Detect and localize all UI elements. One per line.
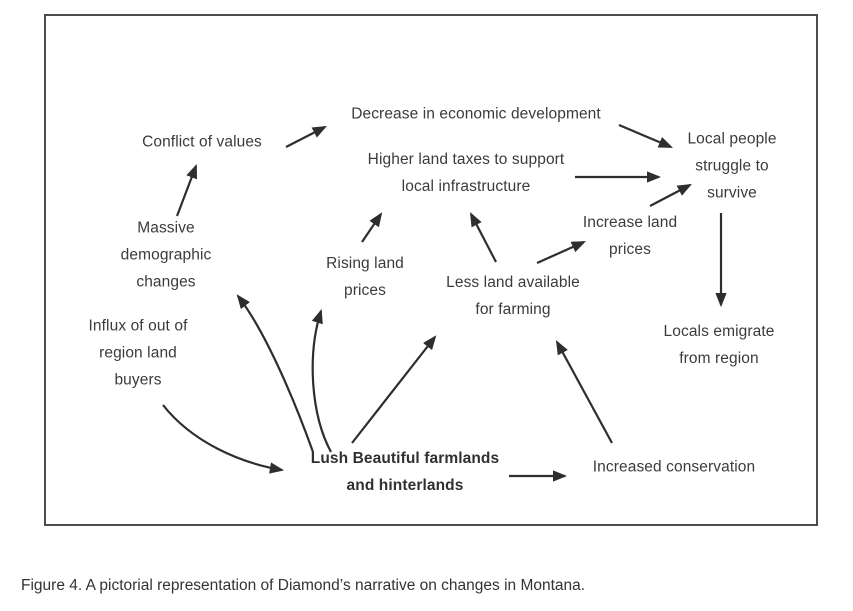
node-lush-farmlands: Lush Beautiful farmlands and hinterlands bbox=[310, 450, 500, 494]
node-locals-emigrate: Locals emigrate from region bbox=[663, 323, 775, 367]
node-conflict-of-values: Conflict of values bbox=[142, 133, 262, 151]
node-higher-land-taxes: Higher land taxes to support local infra… bbox=[367, 151, 565, 195]
node-local-people-struggle: Local people struggle to survive bbox=[687, 130, 777, 202]
node-increased-conservation: Increased conservation bbox=[592, 458, 756, 476]
node-less-land-available: Less land available for farming bbox=[446, 274, 580, 318]
node-increase-land-prices: Increase land prices bbox=[582, 214, 678, 258]
figure-caption: Figure 4. A pictorial representation of … bbox=[21, 577, 586, 594]
node-influx-land-buyers: Influx of out of region land buyers bbox=[88, 317, 188, 389]
node-decrease-economic-development: Decrease in economic development bbox=[351, 105, 601, 123]
node-massive-demographic-changes: Massive demographic changes bbox=[120, 219, 212, 291]
node-rising-land-prices: Rising land prices bbox=[326, 255, 404, 299]
